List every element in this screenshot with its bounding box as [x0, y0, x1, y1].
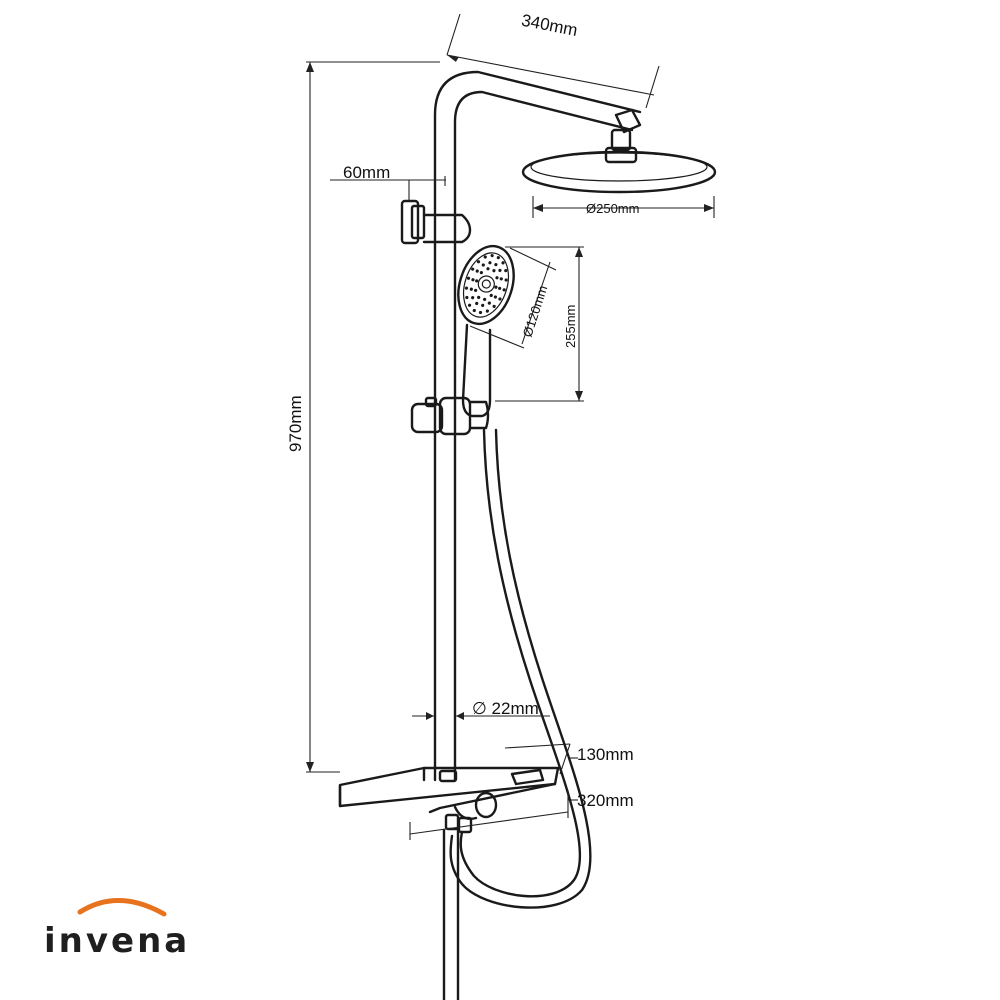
dimension-shelf-width-label: 320mm — [577, 791, 634, 810]
nozzle-dot — [493, 295, 497, 299]
nozzle-dot — [475, 269, 479, 273]
nozzle-dot — [467, 303, 472, 307]
nozzle-dot — [486, 267, 490, 271]
dimension-head-label: Ø250mm — [586, 201, 639, 216]
dimension-handshower-diameter-label: Ø120mm — [520, 283, 551, 338]
sliding-holder — [410, 396, 490, 436]
nozzle-dot — [483, 297, 487, 301]
nozzle-dot — [474, 288, 478, 292]
invena-logo: invena — [44, 898, 190, 961]
arm-connector — [604, 108, 642, 164]
dimension-arm: 340mm — [446, 11, 660, 109]
riser-pipe — [433, 70, 642, 782]
nozzle-dot — [481, 303, 485, 307]
nozzle-dot — [504, 278, 508, 282]
nozzle-dot — [471, 267, 475, 271]
nozzle-dot — [469, 287, 473, 291]
nozzle-dot — [477, 295, 481, 300]
dimension-handshower-length: 255mm — [495, 246, 584, 402]
nozzle-dot — [476, 260, 481, 264]
nozzle-dot — [471, 278, 475, 282]
nozzle-dot — [495, 276, 499, 280]
dimension-shelf-depth-label: 130mm — [577, 745, 634, 764]
nozzle-dot — [483, 255, 487, 259]
nozzle-dot — [499, 277, 503, 281]
nozzle-dot — [504, 268, 508, 273]
dimension-arm-label: 340mm — [520, 11, 579, 40]
dimension-handshower-length-label: 255mm — [563, 305, 578, 348]
nozzle-dot — [464, 286, 469, 290]
dimension-pipe-label: ∅ 22mm — [472, 699, 539, 718]
nozzle-dot — [494, 263, 498, 267]
nozzle-dot — [494, 285, 498, 289]
nozzle-dot — [485, 309, 489, 313]
dimension-bracket: 60mm — [330, 163, 446, 200]
nozzle-dot — [498, 297, 502, 301]
nozzle-dot — [488, 261, 492, 265]
dimension-height: 970mm — [286, 61, 440, 773]
rain-shower-head — [521, 150, 717, 194]
outlet-pipe — [442, 828, 460, 1000]
nozzle-dot — [492, 304, 496, 308]
nozzle-dot — [475, 279, 479, 283]
thermostat-shelf — [338, 766, 560, 834]
dimension-bracket-label: 60mm — [343, 163, 390, 182]
logo-text: invena — [44, 921, 190, 961]
nozzle-dot — [498, 268, 502, 273]
nozzle-dot — [472, 308, 476, 313]
nozzle-dot — [498, 286, 502, 290]
dimension-pipe: ∅ 22mm — [412, 699, 550, 720]
nozzle-dot — [492, 269, 496, 273]
nozzle-dot — [490, 254, 494, 258]
nozzle-dot — [496, 256, 500, 260]
nozzle-dot — [465, 295, 469, 300]
dimension-head: Ø250mm — [532, 196, 715, 218]
nozzle-dot — [479, 271, 483, 275]
nozzle-dot — [502, 288, 506, 292]
dimension-height-label: 970mm — [286, 395, 305, 452]
nozzle-dot — [471, 296, 475, 300]
nozzle-dot — [481, 263, 485, 267]
dimension-shelf-depth: 130mm — [504, 743, 634, 775]
nozzle-dot — [489, 293, 493, 298]
nozzle-dot — [478, 310, 483, 315]
nozzle-dot — [475, 301, 479, 306]
shower-hose — [449, 428, 592, 909]
wall-bracket — [400, 199, 472, 245]
dimension-shelf-width: 320mm — [409, 790, 634, 840]
hand-shower — [457, 244, 515, 418]
nozzle-dot — [487, 301, 491, 305]
nozzle-dot — [501, 261, 505, 265]
nozzle-dot — [466, 276, 471, 280]
